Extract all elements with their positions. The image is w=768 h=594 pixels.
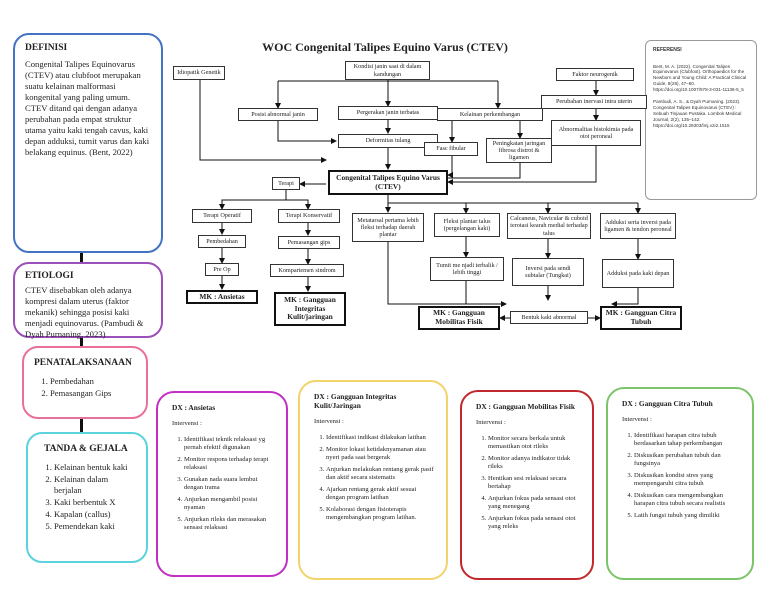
node-operatif: Terapi Operatif	[192, 209, 252, 223]
tanda-list: Kelainan bentuk kaki Kelainan dalam berj…	[38, 462, 136, 532]
penatalaksanaan-title: PENATALAKSANAAN	[34, 358, 132, 368]
list-item: Monitor respons terhadap terapi relaksas…	[184, 456, 276, 472]
node-adduksi-kaki: Adduksi pada kaki depan	[602, 259, 674, 288]
list-item: Pemasangan Gips	[50, 388, 136, 399]
penatalaksanaan-panel: PENATALAKSANAAN Pembedahan Pemasangan Gi…	[22, 346, 148, 419]
mk-citra: MK : Gangguan Citra Tubuh	[600, 306, 682, 330]
node-pembedahan: Pembedahan	[198, 235, 246, 248]
definisi-panel: DEFINISI Congenital Talipes Equinovarus …	[13, 33, 163, 253]
dx-intervensi-list: Identifikasi teknik relaksasi yg pernah …	[172, 436, 276, 532]
node-bentuk: Bentuk kaki abnormal	[510, 311, 588, 324]
reference-item: Pambudi, A. S., & Dyah Purnaning. (2023)…	[653, 99, 742, 129]
list-item: Monitor adanya indikator tidak rileks	[488, 455, 582, 471]
tanda-title: TANDA & GEJALA	[44, 444, 128, 454]
list-item: Identifikasi teknik relaksasi yg pernah …	[184, 436, 276, 452]
list-item: Anjurkan mengambil posisi nyaman	[184, 496, 276, 512]
list-item: Kaki berbentuk X	[54, 497, 136, 508]
list-item: Anjurkan fokus pada sensasi otot yang re…	[488, 515, 582, 531]
etiologi-panel: ETIOLOGI CTEV disebabkan oleh adanya kom…	[13, 262, 163, 339]
reference-item: Bent, M. A. (2022). Congenital Talipes E…	[653, 63, 747, 93]
dx-intervensi-list: Monitor secara berkala untuk memastikan …	[476, 435, 582, 531]
node-inversi: Inversi pada sendi subtalar (Tungkai)	[512, 258, 584, 286]
list-item: Anjurkan rileks dan merasakan sensasi re…	[184, 516, 276, 532]
definisi-title: DEFINISI	[25, 43, 68, 53]
mk-integritas: MK : Gangguan Integritas Kulit/jaringan	[274, 292, 346, 326]
dx-ansietas-panel: DX : Ansietas Intervensi : Identifikasi …	[156, 391, 288, 577]
reference-title: REFERENSI	[653, 47, 682, 53]
node-tumit: Tumit me njadi terbalik / lebih tinggi	[430, 257, 504, 281]
node-adduksi: Adduksi serta inversi pada ligamen & ten…	[600, 213, 676, 239]
list-item: Monitor secara berkala untuk memastikan …	[488, 435, 582, 451]
list-item: Kelainan bentuk kaki	[54, 462, 136, 473]
list-item: Anjurkan fokus pada sensasi otot yang me…	[488, 495, 582, 511]
page-title: WOC Congenital Talipes Equino Varus (CTE…	[262, 40, 508, 54]
node-calcaneus: Calcaneus, Navicular & cuboid terotasi k…	[507, 213, 591, 239]
node-idiopatik: Idiopatik Genetik	[173, 66, 225, 80]
list-item: Monitor lokasi ketidaknyamanan atau nyer…	[326, 446, 436, 462]
list-item: Diskusikan kondisi stres yang mempengaru…	[634, 472, 742, 488]
left-connector-1	[80, 252, 83, 264]
node-perubahan: Perubahan inervasi intra uterin	[541, 95, 647, 109]
node-kompartemen: Kompartemen sindrom	[270, 264, 344, 277]
node-faktor: Faktor neurogenik	[556, 68, 634, 81]
tanda-panel: TANDA & GEJALA Kelainan bentuk kaki Kela…	[26, 432, 148, 563]
node-terapi: Terapi	[272, 177, 300, 190]
etiologi-title: ETIOLOGI	[25, 271, 74, 281]
etiologi-text: CTEV disebabkan oleh adanya kompresi dal…	[25, 285, 144, 339]
dx-title: DX : Ansietas	[172, 403, 216, 412]
list-item: Ajarkan rentang gerak aktif sesuai denga…	[326, 486, 436, 502]
list-item: Identifikasi indikasi dilakukan latihan	[326, 434, 436, 442]
dx-integritas-panel: DX : Gangguan Integritas Kulit/Jaringan …	[298, 380, 448, 580]
list-item: Diskusikan perubahan tubuh dan fungsinya	[634, 452, 742, 468]
list-item: Anjurkan melakukan rentang gerak pasif d…	[326, 466, 436, 482]
penatalaksanaan-list: Pembedahan Pemasangan Gips	[34, 376, 136, 399]
list-item: Diskusikan cara mengembangkan harapan ci…	[634, 492, 742, 508]
node-fasc: Fasc fibular	[424, 142, 478, 156]
list-item: Hentikan sesi relaksasi secara bertahap	[488, 475, 582, 491]
node-abnormalitas: Abnormalitas histokimia pada otot perone…	[551, 120, 641, 146]
mk-mobilitas: MK : Gangguan Mobilitas Fisik	[418, 306, 500, 330]
left-connector-3	[80, 418, 83, 434]
list-item: Kapalan (callus)	[54, 509, 136, 520]
dx-mobilitas-panel: DX : Gangguan Mobilitas Fisik Intervensi…	[460, 390, 594, 580]
node-deformitas: Deformitas tulang	[338, 134, 438, 148]
dx-intervensi-label: Intervensi :	[314, 418, 344, 426]
node-ctev: Congenital Talipes Equino Varus (CTEV)	[328, 170, 448, 195]
list-item: Kolaborasi dengan fisioterapis mengemban…	[326, 506, 436, 522]
dx-intervensi-label: Intervensi :	[622, 416, 652, 424]
list-item: Pemendekan kaki	[54, 521, 136, 532]
dx-intervensi-list: Identifikasi harapan citra tubuh berdasa…	[622, 432, 742, 520]
node-konservatif: Terapi Konservatif	[278, 209, 340, 223]
node-pergerakan: Pergerakan janin terbatas	[338, 106, 438, 120]
node-kelainan: Kelainan perkembangan	[437, 108, 543, 121]
node-posisi: Posisi abnormal janin	[238, 108, 318, 121]
node-peningkatan: Peningkatan jaringan fibrosa distrot & l…	[486, 138, 552, 163]
list-item: Identifikasi harapan citra tubuh berdasa…	[634, 432, 742, 448]
list-item: Gunakan nada suara lembut dengan irama	[184, 476, 276, 492]
node-metatarsal: Metatarsal pertama lebih fleksi terhadap…	[352, 213, 424, 242]
dx-intervensi-label: Intervensi :	[172, 420, 202, 428]
list-item: Pembedahan	[50, 376, 136, 387]
dx-intervensi-list: Identifikasi indikasi dilakukan latihan …	[314, 434, 436, 522]
list-item: Kelainan dalam berjalan	[54, 474, 136, 496]
node-fleksi: Fleksi plantar talus (pergelangan kaki)	[434, 213, 500, 237]
reference-box: REFERENSI Bent, M. A. (2022). Congenital…	[645, 40, 757, 200]
node-preop: Pre Op	[205, 263, 239, 276]
dx-title: DX : Gangguan Citra Tubuh	[622, 399, 713, 408]
left-connector-2	[80, 337, 83, 347]
definisi-text: Congenital Talipes Equinovarus (CTEV) at…	[25, 59, 150, 157]
list-item: Latih fungsi tubuh yang dimiliki	[634, 512, 742, 520]
dx-intervensi-label: Intervensi :	[476, 419, 506, 427]
node-gips: Pemasangan gips	[278, 236, 340, 249]
dx-title: DX : Gangguan Mobilitas Fisik	[476, 402, 575, 411]
dx-citra-panel: DX : Gangguan Citra Tubuh Intervensi : I…	[606, 387, 754, 580]
mk-ansietas: MK : Ansietas	[186, 290, 258, 304]
dx-title: DX : Gangguan Integritas Kulit/Jaringan	[314, 392, 397, 411]
node-kondisi: Kondisi janin saat di dalam kandungan	[345, 61, 430, 80]
